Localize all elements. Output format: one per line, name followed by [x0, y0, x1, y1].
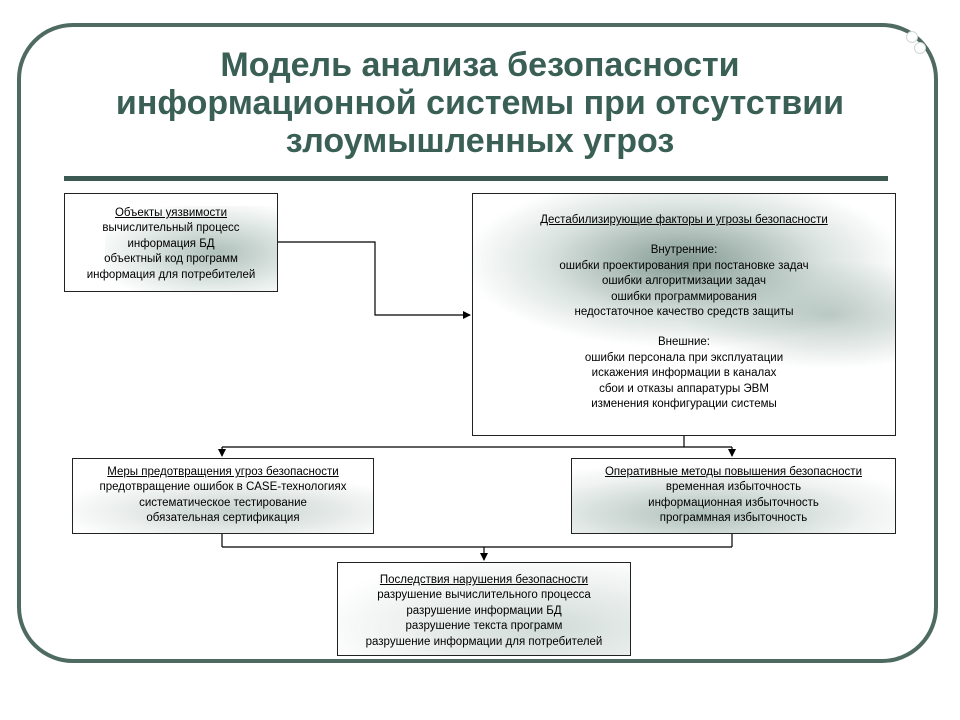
- box-heading: Меры предотвращения угроз безопасности: [107, 466, 339, 478]
- box-line: вычислительный процесс: [102, 222, 240, 235]
- box-line: предотвращение ошибок в CASE-технологиях: [99, 481, 347, 494]
- title-underline: [64, 176, 888, 181]
- box-heading: Объекты уязвимости: [114, 207, 228, 219]
- box-line: ошибки проектирования при постановке зад…: [559, 259, 809, 272]
- operative-methods-box: Оперативные методы повышения безопасност…: [571, 458, 896, 534]
- box-line: обязательная сертификация: [146, 512, 300, 525]
- box-line: недостаточное качество средств защиты: [574, 306, 794, 319]
- box-line: информационная избыточность: [648, 496, 819, 509]
- box-line: изменения конфигурации системы: [591, 398, 777, 411]
- box-line: временная избыточность: [665, 481, 802, 494]
- security-consequences-box: Последствия нарушения безопасности разру…: [337, 562, 631, 656]
- connector-vuln-to-threats: [278, 241, 471, 319]
- corner-dot: [906, 31, 918, 43]
- box-line: ошибки программирования: [611, 290, 757, 303]
- box-line: разрушение информации БД: [406, 604, 562, 617]
- internal-label: Внутренние:: [650, 244, 718, 257]
- box-line: ошибки персонала при эксплуатации: [584, 351, 784, 364]
- title-line: информационной системы при отсутствии: [115, 84, 845, 122]
- box-line: искажения информации в каналах: [591, 367, 777, 380]
- box-line: информация БД: [127, 237, 215, 250]
- title-line: Модель анализа безопасности: [220, 46, 740, 84]
- box-heading: Дестабилизирующие факторы и угрозы безоп…: [540, 214, 828, 226]
- vulnerability-objects-box: Объекты уязвимости вычислительный процес…: [64, 193, 278, 292]
- destabilizing-factors-box: Дестабилизирующие факторы и угрозы безоп…: [472, 193, 896, 436]
- box-line: систематическое тестирование: [139, 496, 307, 509]
- box-line: сбои и отказы аппаратуры ЭВМ: [599, 382, 769, 395]
- box-line: информация для потребителей: [86, 268, 256, 281]
- corner-dot: [914, 42, 926, 54]
- box-heading: Последствия нарушения безопасности: [379, 574, 589, 586]
- box-line: ошибки алгоритмизации задач: [602, 275, 766, 288]
- box-line: разрушение вычислительного процесса: [377, 589, 591, 602]
- prevention-measures-box: Меры предотвращения угроз безопасности п…: [72, 458, 374, 534]
- box-line: разрушение информации для потребителей: [365, 635, 603, 648]
- box-line: программная избыточность: [659, 512, 808, 525]
- box-line: разрушение текста программ: [405, 620, 563, 633]
- slide-title: Модель анализа безопасности информационн…: [40, 46, 920, 160]
- box-heading: Оперативные методы повышения безопасност…: [604, 466, 862, 478]
- external-label: Внешние:: [657, 336, 710, 349]
- box-line: объектный код программ: [104, 253, 238, 266]
- title-line: злоумышленных угроз: [285, 122, 675, 160]
